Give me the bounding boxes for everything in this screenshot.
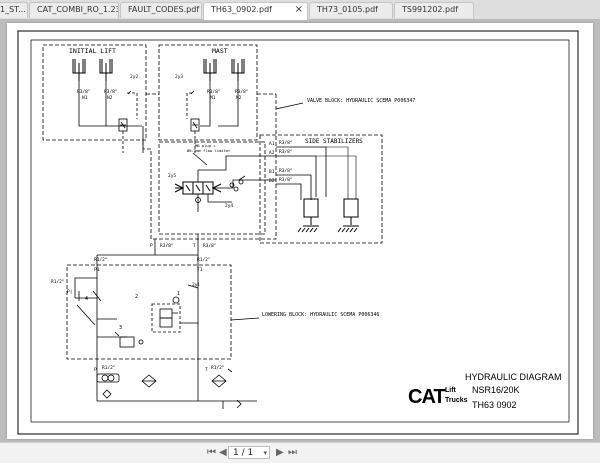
port-size-label: R3/8" bbox=[279, 149, 293, 155]
port-size-label: R1/2" bbox=[94, 257, 108, 263]
initial-lift-label: INITIAL LIFT bbox=[69, 47, 116, 55]
stabilizer-cylinders bbox=[297, 198, 359, 233]
tab-fault-codes[interactable]: FAULT_CODES.pdf bbox=[120, 2, 202, 18]
port-t: T bbox=[205, 367, 208, 373]
item-4: 4 bbox=[85, 296, 88, 302]
close-tab-icon[interactable]: × bbox=[294, 4, 303, 15]
lowering-block-label: LOWERING BLOCK: HYDRAULIC SCEMA P006346 bbox=[262, 312, 379, 318]
port-n1: N1 bbox=[82, 95, 88, 101]
item-2: 2 bbox=[135, 294, 138, 300]
port-t1: T1 bbox=[197, 267, 203, 273]
tab-label: FAULT_CODES.pdf bbox=[128, 5, 200, 14]
port-size-label: R1/2" bbox=[102, 365, 116, 371]
logo-lift: Lift bbox=[445, 387, 456, 394]
chevron-down-icon[interactable]: ▾ bbox=[263, 449, 267, 457]
port-p: P bbox=[94, 367, 97, 373]
pdf-page: INITIAL LIFT MAST 2y2 2y3 R3/8" R3/8" R3… bbox=[7, 23, 593, 439]
port-b1: B1 bbox=[269, 169, 275, 175]
page-navigation-bar: ⏮ ◀ 1 / 1 ▾ ▶ ⏭ bbox=[0, 442, 600, 463]
port-size-label: R1/2" bbox=[211, 365, 225, 371]
tab-ts991202[interactable]: TS991202.pdf bbox=[394, 2, 474, 18]
item-1: 1 bbox=[177, 291, 180, 297]
flow-limiter-note: MB plug + bbox=[195, 143, 216, 148]
next-page-icon[interactable]: ▶ bbox=[276, 447, 284, 458]
first-page-icon[interactable]: ⏮ bbox=[207, 447, 216, 458]
valve-2yl-label: 2yl bbox=[192, 282, 200, 288]
port-n2: N2 bbox=[107, 95, 113, 101]
diagram-title: HYDRAULIC DIAGRAM bbox=[465, 372, 562, 382]
initial-lift-cylinders bbox=[72, 59, 113, 81]
port-size-label: R3/8" bbox=[203, 243, 217, 249]
tab-label: TH63_0902.pdf bbox=[211, 5, 272, 14]
port-size-label: R3/8" bbox=[235, 89, 249, 95]
port-size-label: R3/8" bbox=[77, 89, 91, 95]
port-size-label: R1/2" bbox=[197, 257, 211, 263]
mast-label: MAST bbox=[212, 47, 228, 55]
port-m2: M2 bbox=[236, 95, 242, 101]
port-a1: A1 bbox=[269, 141, 275, 147]
port-a2: A2 bbox=[269, 150, 275, 156]
port-size-label: R3/8" bbox=[279, 140, 293, 146]
document-viewer[interactable]: INITIAL LIFT MAST 2y2 2y3 R3/8" R3/8" R3… bbox=[0, 20, 600, 442]
valve-2y5-label: 2y5 bbox=[168, 173, 176, 179]
document-number: TH63 0902 bbox=[472, 400, 517, 410]
item-3: 3 bbox=[119, 325, 122, 331]
port-p: P bbox=[150, 243, 153, 249]
diagram-model: NSR16/20K bbox=[472, 385, 520, 395]
port-m1: M1 bbox=[210, 95, 216, 101]
cat-lift-trucks-logo: CAT Lift Trucks bbox=[408, 384, 468, 414]
logo-trucks: Trucks bbox=[445, 397, 468, 404]
previous-page-icon[interactable]: ◀ bbox=[219, 447, 227, 458]
page-number-value: 1 / 1 bbox=[233, 448, 254, 458]
last-page-icon[interactable]: ⏭ bbox=[288, 447, 297, 458]
tab-label: TS991202.pdf bbox=[402, 5, 459, 14]
valve-2y2-label: 2y2 bbox=[130, 74, 138, 80]
valve-2y4-label: 2y4 bbox=[225, 203, 233, 209]
valve-block-label: VALVE BLOCK: HYDRAULIC SCEMA P006347 bbox=[307, 98, 415, 104]
tab-th63-0902[interactable]: TH63_0902.pdf × bbox=[203, 2, 308, 20]
port-size-label: R3/8" bbox=[279, 177, 293, 183]
valve-2y3-label: 2y3 bbox=[175, 74, 183, 80]
tab-label: CAT_COMBI_RO_1.23... bbox=[37, 5, 118, 14]
port-size-label: R1/2" bbox=[51, 279, 65, 285]
mast-cylinders bbox=[203, 59, 245, 81]
tab-label: TH73_0105.pdf bbox=[317, 5, 378, 14]
port-size-label: R3/8" bbox=[160, 243, 174, 249]
port-size-label: R3/8" bbox=[279, 168, 293, 174]
flow-limiter-note: Ø0.5mm flow limiter bbox=[187, 148, 231, 153]
port-b2: B2 bbox=[269, 178, 275, 184]
hydraulic-diagram: INITIAL LIFT MAST 2y2 2y3 R3/8" R3/8" R3… bbox=[17, 30, 579, 435]
side-stabilizers-label: SIDE STABILIZERS bbox=[305, 138, 363, 145]
tab-label: 1_ST... bbox=[0, 5, 26, 14]
tab-1-st[interactable]: 1_ST... bbox=[0, 2, 28, 18]
page-number-input[interactable]: 1 / 1 ▾ bbox=[228, 446, 270, 459]
port-size-label: R3/8" bbox=[104, 89, 118, 95]
logo-cat: CAT bbox=[408, 386, 446, 408]
port-t: T bbox=[193, 243, 196, 249]
tab-th73-0105[interactable]: TH73_0105.pdf bbox=[309, 2, 393, 18]
port-size-label: R3/8" bbox=[207, 89, 221, 95]
tab-cat-combi[interactable]: CAT_COMBI_RO_1.23... bbox=[29, 2, 119, 18]
tab-bar: 1_ST... CAT_COMBI_RO_1.23... FAULT_CODES… bbox=[0, 0, 600, 20]
port-pl: P| bbox=[67, 289, 72, 295]
